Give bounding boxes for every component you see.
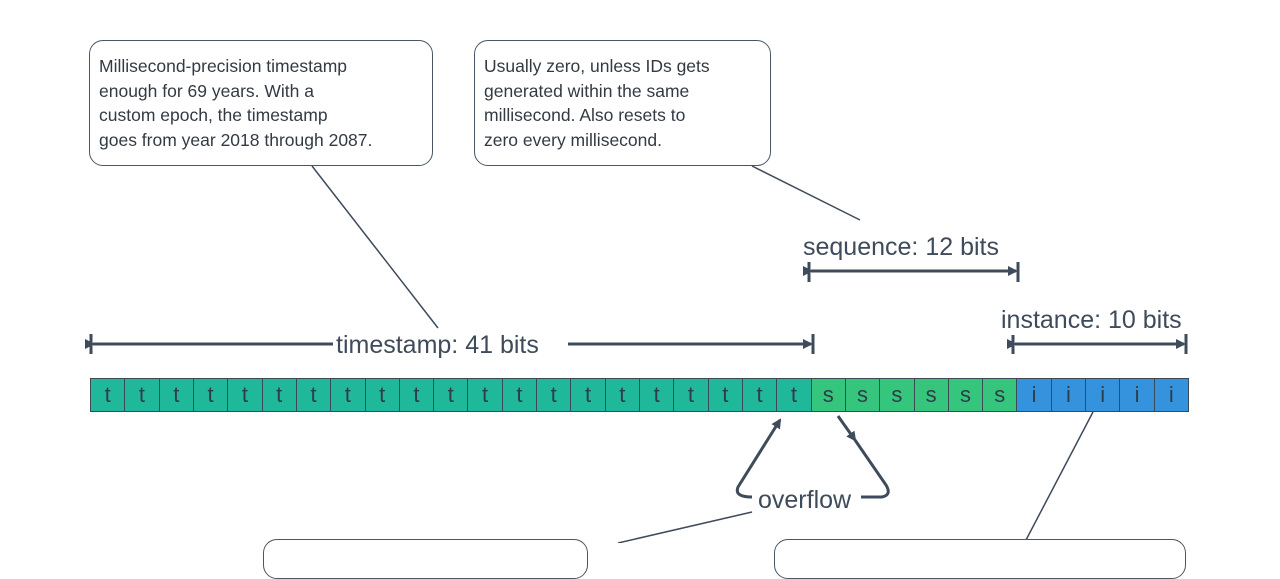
timestamp-label: timestamp: 41 bits bbox=[333, 330, 542, 360]
instance-bit: i bbox=[1120, 379, 1155, 411]
overflow-label: overflow bbox=[755, 485, 855, 515]
timestamp-bit: t bbox=[193, 379, 229, 411]
timestamp-bit: t bbox=[331, 379, 366, 411]
overflow-arrow-down bbox=[836, 415, 857, 442]
timestamp-bit: t bbox=[571, 379, 606, 411]
timestamp-note-leader bbox=[311, 165, 439, 329]
sequence-bit: s bbox=[845, 379, 881, 411]
timestamp-bit: t bbox=[125, 379, 160, 411]
timestamp-bit: t bbox=[674, 379, 709, 411]
timestamp-bit: t bbox=[742, 379, 778, 411]
instance-note-leader bbox=[1025, 411, 1094, 541]
instance-bit: i bbox=[1154, 379, 1188, 411]
overflow-arrow-up bbox=[735, 418, 782, 499]
instance-bit: i bbox=[1051, 379, 1087, 411]
timestamp-bit: t bbox=[91, 379, 126, 411]
sequence-label: sequence: 12 bits bbox=[803, 232, 999, 262]
timestamp-bit: t bbox=[708, 379, 743, 411]
timestamp-bit: t bbox=[537, 379, 572, 411]
overflow-note-leader bbox=[617, 511, 753, 543]
timestamp-bit: t bbox=[228, 379, 263, 411]
sequence-note: Usually zero, unless IDs gets generated … bbox=[474, 40, 771, 166]
sequence-bit: s bbox=[811, 379, 846, 411]
timestamp-bit: t bbox=[399, 379, 435, 411]
timestamp-bit: t bbox=[468, 379, 503, 411]
overflow-return-path bbox=[853, 439, 890, 499]
sequence-bit: s bbox=[880, 379, 915, 411]
timestamp-bit: t bbox=[605, 379, 640, 411]
timestamp-bit: t bbox=[434, 379, 469, 411]
timestamp-bit: t bbox=[262, 379, 297, 411]
timestamp-bit: t bbox=[296, 379, 332, 411]
timestamp-bit: t bbox=[777, 379, 812, 411]
timestamp-note: Millisecond-precision timestamp enough f… bbox=[89, 40, 433, 166]
timestamp-bit: t bbox=[159, 379, 194, 411]
sequence-bit: s bbox=[914, 379, 949, 411]
instance-bit: i bbox=[1086, 379, 1121, 411]
instance-bit: i bbox=[1017, 379, 1052, 411]
instance-note-box bbox=[774, 539, 1186, 579]
timestamp-bit: t bbox=[640, 379, 675, 411]
sequence-bit: s bbox=[983, 379, 1018, 411]
instance-label: instance: 10 bits bbox=[1001, 305, 1182, 335]
timestamp-bit: t bbox=[365, 379, 400, 411]
instance-span-bracket bbox=[1007, 334, 1188, 354]
sequence-bit: s bbox=[948, 379, 984, 411]
sequence-span-bracket bbox=[803, 262, 1020, 282]
timestamp-span-bracket bbox=[85, 334, 815, 354]
sequence-note-leader bbox=[751, 165, 861, 221]
timestamp-bit: t bbox=[502, 379, 538, 411]
connector-lines bbox=[85, 165, 1188, 543]
overflow-note-box bbox=[263, 539, 588, 579]
